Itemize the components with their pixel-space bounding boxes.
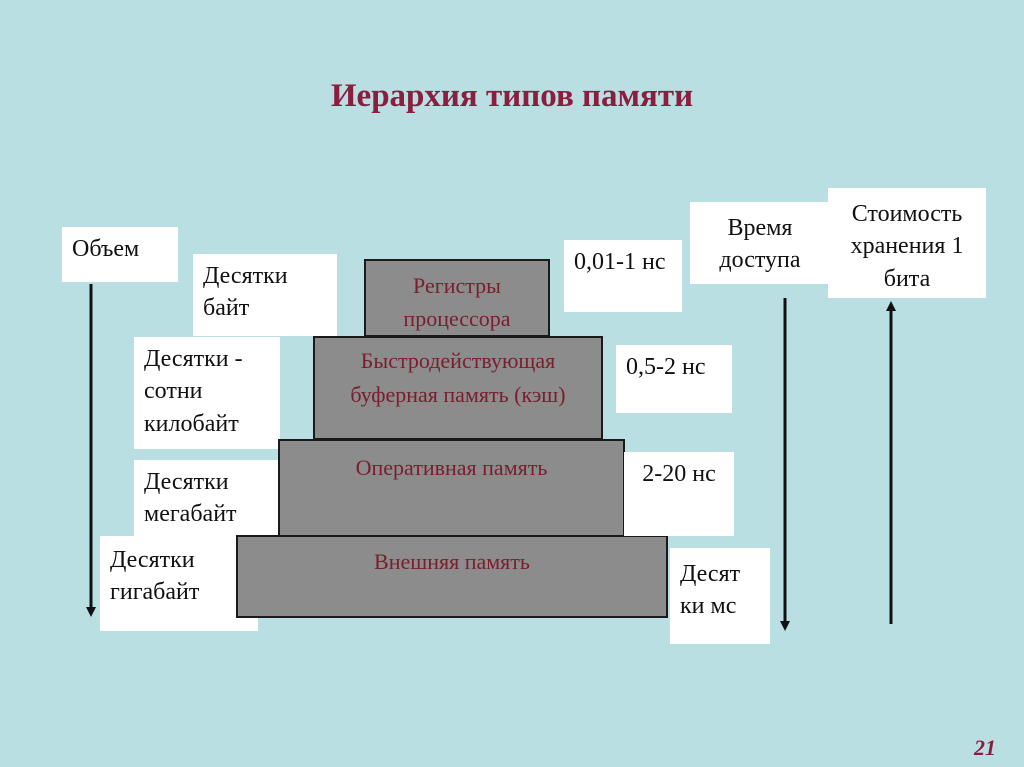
volume-registers-text: Десятки байт [203,263,288,322]
cost-axis-text: Стоимость хранения 1 бита [850,201,964,292]
tier-external: Внешняя память [236,535,668,618]
volume-external: Десятки гигабайт [100,536,258,631]
access-time-axis-label: Время доступа [690,202,830,284]
tier-registers: Регистры процессора [364,259,550,337]
volume-ram: Десятки мегабайт [134,460,280,538]
volume-cache: Десятки - сотни килобайт [134,337,280,449]
volume-axis-text: Объем [72,236,140,262]
time-ram: 2-20 нс [624,452,734,536]
slide-title: Иерархия типов памяти [330,78,694,114]
time-external: Десят ки мс [670,548,770,644]
time-external-text: Десят ки мс [680,561,741,620]
page-number: 21 [974,735,996,760]
time-registers: 0,01-1 нс [564,240,682,312]
volume-registers: Десятки байт [193,254,337,336]
time-cache-text: 0,5-2 нс [626,354,706,380]
tier-cache: Быстродействующая буферная память (кэш) [313,336,603,440]
tier-ram-label: Оперативная память [355,455,548,480]
time-registers-text: 0,01-1 нс [574,249,666,275]
tier-registers-label: Регистры процессора [403,273,511,331]
volume-ram-text: Десятки мегабайт [144,469,237,528]
tier-cache-label: Быстродействующая буферная память (кэш) [350,348,566,408]
volume-cache-text: Десятки - сотни килобайт [144,346,243,437]
access-time-axis-text: Время доступа [719,215,801,274]
volume-external-text: Десятки гигабайт [110,547,200,606]
tier-external-label: Внешняя память [374,549,530,574]
cost-axis-label: Стоимость хранения 1 бита [828,188,986,298]
time-cache: 0,5-2 нс [616,345,732,413]
time-ram-text: 2-20 нс [642,461,716,487]
volume-axis-label: Объем [62,227,178,282]
